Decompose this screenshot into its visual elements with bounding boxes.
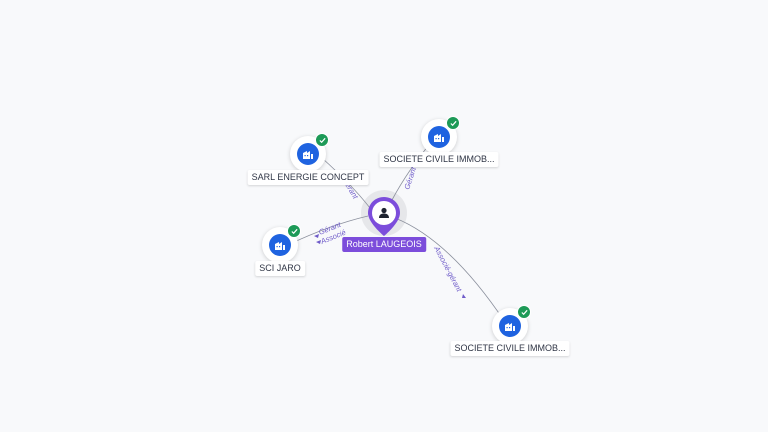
check-icon [287,224,301,238]
building-icon [499,315,521,337]
arrow-head [462,294,466,298]
company-node-societe-civile-immob-top[interactable] [421,116,460,155]
edge-sci-jaro [289,215,369,245]
edge-label: Associé-gérant [432,244,464,294]
edge-sci-immob-bottom [394,217,506,323]
company-label[interactable]: SCI JARO [255,261,305,276]
person-label[interactable]: Robert LAUGEOIS [342,237,426,252]
edge-label: Gérant [402,165,418,190]
company-label[interactable]: SARL ENERGIE CONCEPT [247,170,369,185]
company-node-sarl-energie-concept[interactable] [290,133,329,172]
person-node[interactable] [361,190,407,236]
building-icon [269,234,291,256]
company-label[interactable]: SOCIETE CIVILE IMMOB... [450,341,570,356]
check-icon [315,133,329,147]
check-icon [446,116,460,130]
company-node-sci-jaro[interactable] [262,224,301,263]
building-icon [428,126,450,148]
company-label[interactable]: SOCIETE CIVILE IMMOB... [379,152,499,167]
arrow-head [316,240,321,244]
arrow-head [314,234,319,238]
check-icon [517,305,531,319]
building-icon [297,143,319,165]
person-icon [379,207,389,218]
company-node-societe-civile-immob-bottom[interactable] [492,305,531,344]
